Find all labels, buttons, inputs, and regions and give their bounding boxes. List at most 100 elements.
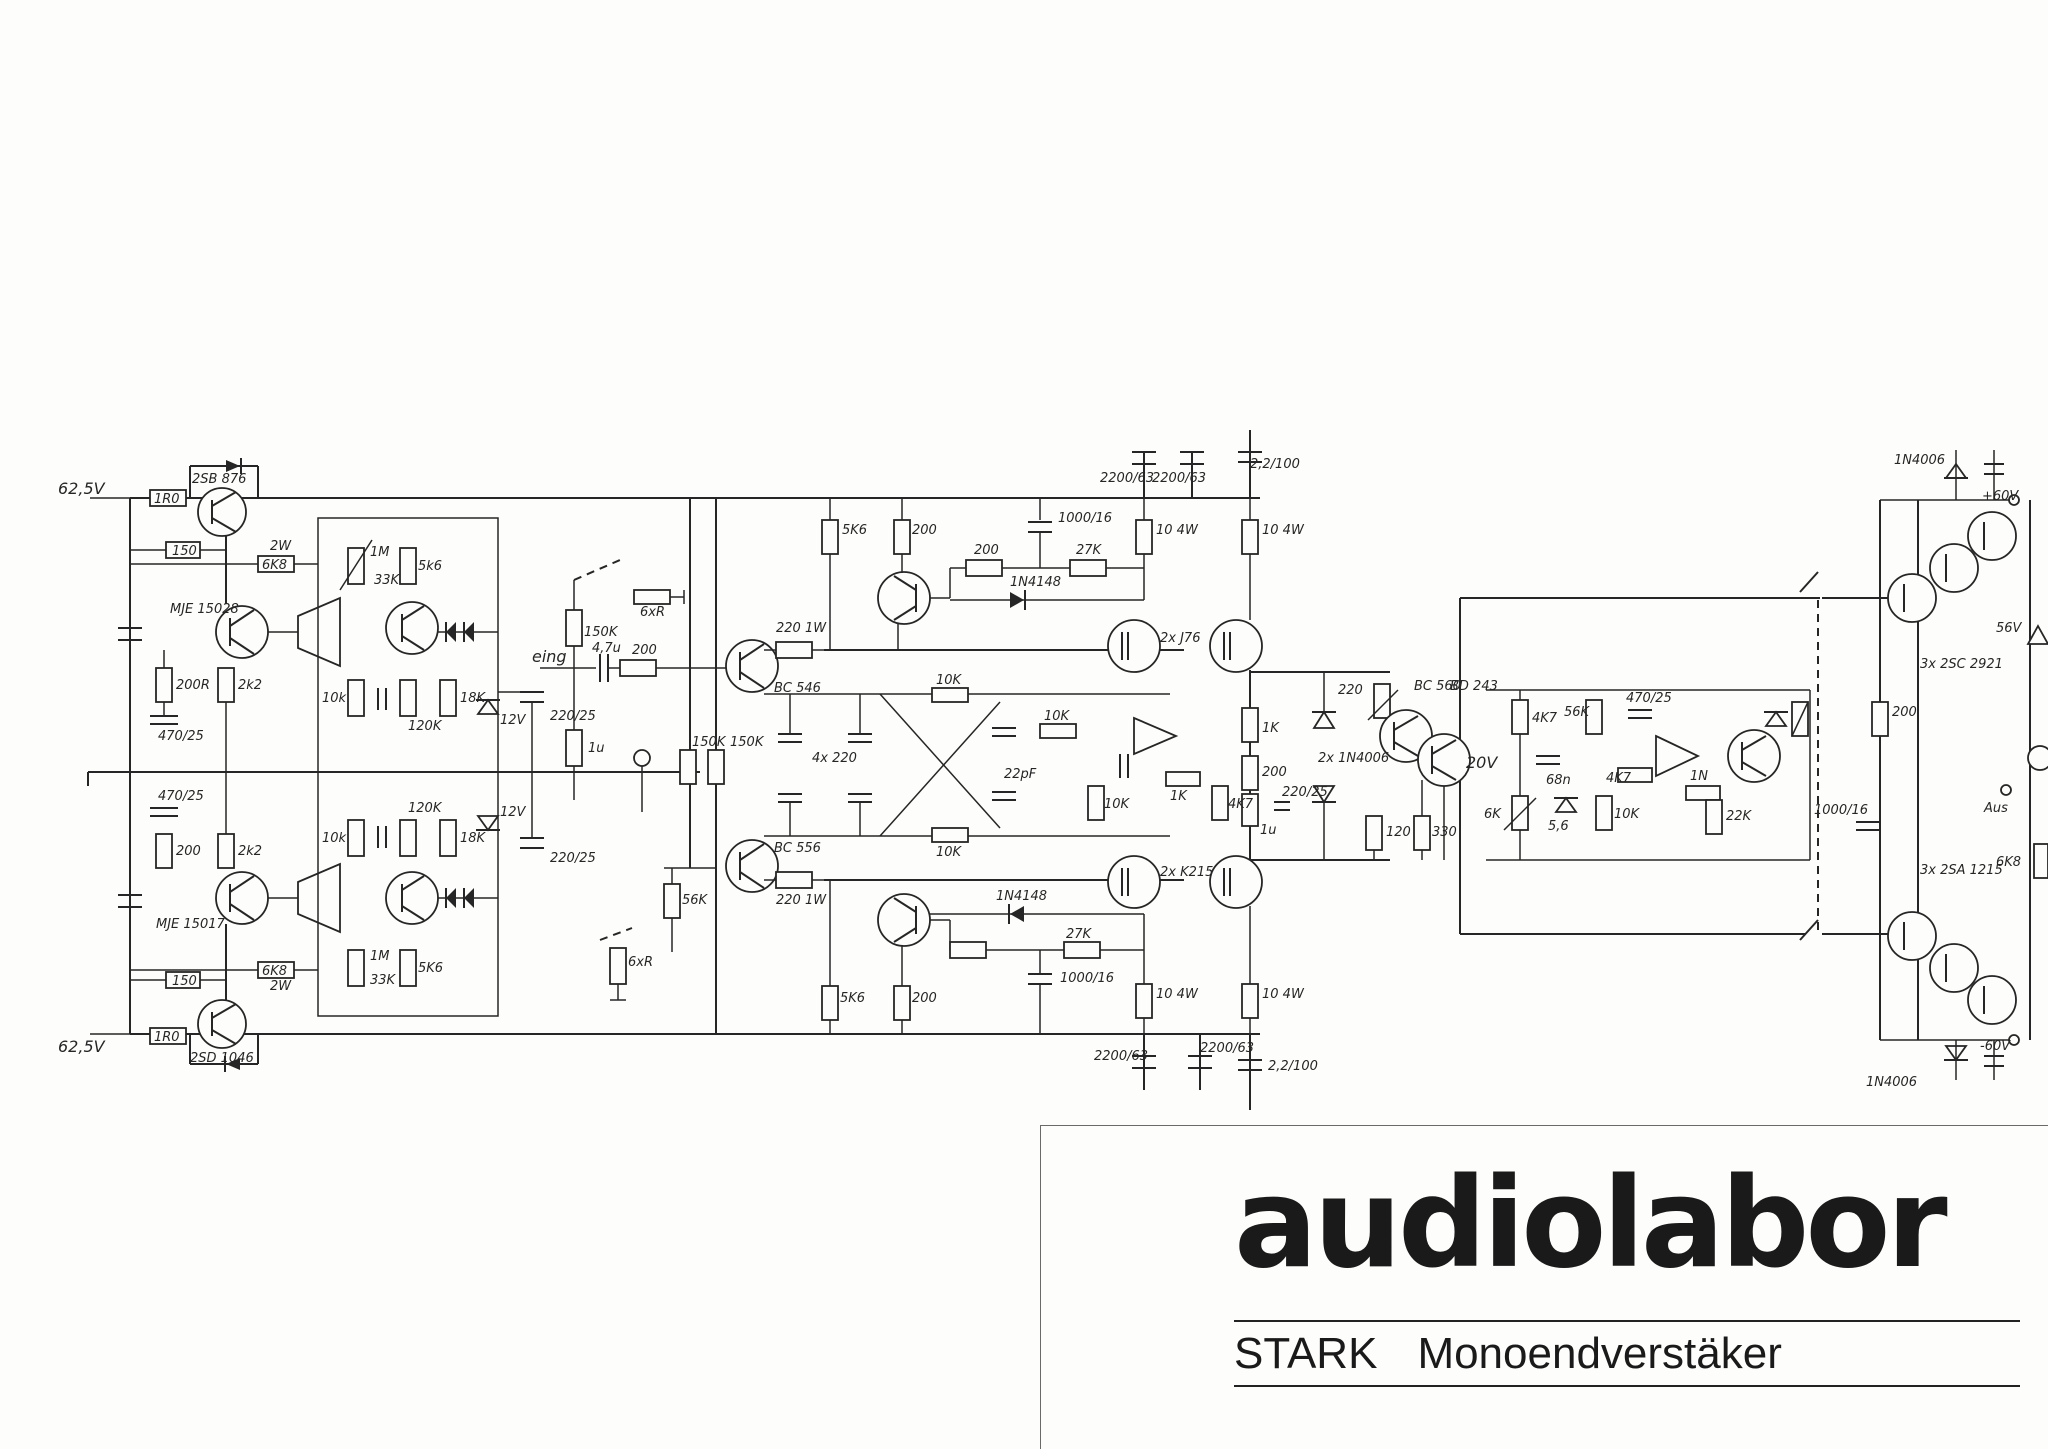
label-r-200-vas-b: 200 [912,991,937,1006]
regulator-stage [118,458,544,1072]
label-r-33k-bot: 33K [370,973,397,988]
voltage-amp-stage [663,498,1184,1034]
resistor-220-1w-bot [775,871,813,889]
resistor-1k [1241,707,1259,743]
resistor-6xr-b [609,947,627,985]
label-r-10k-b: 10K [936,845,963,860]
transistor-ref-top [385,601,439,655]
label-r-120: 120 [1386,825,1411,840]
resistor-200-left [155,833,173,869]
label-c-2200-63-d: 2200/63 [1200,1041,1254,1056]
label-r-1u-out: 1u [1260,823,1277,838]
label-aus: Aus [1983,801,2008,816]
brand-logo: audiolabor [1234,1152,1948,1296]
label-z-12v-bot: 12V [500,805,527,820]
resistor-10-4w-d [1241,983,1259,1019]
mosfet-k215-b [1209,855,1263,909]
power-supply [1856,450,2048,1080]
label-d-2x1n4006: 2x 1N4006 [1318,751,1389,766]
label-q-bc556: BC 556 [774,841,821,856]
resistor-200-vas [893,519,911,555]
label-c-1000-16-top: 1000/16 [1058,511,1112,526]
label-r-4k7: 4K7 [1228,797,1254,812]
label-r-10-4w-c: 10 4W [1156,987,1199,1002]
label-r-120k-top: 120K [408,719,443,734]
resistor-10k-d [1087,785,1105,821]
resistor-150k [565,609,583,647]
resistor-5k6-bot [399,949,417,987]
label-r-5k6-vas-b: 5K6 [840,991,865,1006]
zener-5v6 [1554,796,1578,813]
label-r-18k-bot: 18K [460,831,487,846]
label-r-10k-d: 10K [1104,797,1131,812]
mosfet-j76-a [1107,619,1161,673]
resistor-18k-top [439,679,457,717]
label-r-200-psu: 200 [1892,705,1917,720]
protection-circuit [1365,571,1890,941]
label-r-18k-top: 18K [460,691,487,706]
label-c-220-25-out: 220/25 [1282,785,1328,800]
label-r-1k: 1K [1262,721,1280,736]
label-r-10k-bot: 10k [322,831,347,846]
resistor-150k-b [707,749,725,785]
label-out-pos: +60V [1982,489,2019,504]
label-z-5v6: 5,6 [1548,819,1569,834]
transistor-relay-driver [1727,729,1781,783]
label-r-2w-bot: 2W [270,979,292,994]
indicator-lamp [2027,745,2048,771]
label-c-1u: 1u [588,741,605,756]
supply-rails [87,497,1260,1035]
resistor-200-b [965,559,1003,577]
label-input: eing [532,647,567,666]
transistor-2sa1215-a [1887,911,1937,961]
resistor-10k-c [1039,723,1077,739]
resistor-4k7-b [1511,699,1529,735]
label-r-10-4w-a: 10 4W [1156,523,1199,538]
label-r-4k7-b: 4K7 [1532,711,1558,726]
label-r-200-left: 200 [176,844,201,859]
diode-1n4006-a [1312,710,1336,729]
label-r-2k2-bot: 2k2 [238,844,262,859]
label-r-6k8-bot: 6K8 [262,964,287,979]
resistor-6xr [633,589,671,605]
label-r-10k-c: 10K [1044,709,1071,724]
label-q-2sb: 2SB 876 [192,472,246,487]
label-z-56v: 56V [1996,621,2023,636]
label-r-120k-bot: 120K [408,801,443,816]
label-neg-supply: 62,5V [58,1037,106,1056]
resistor-200r [155,667,173,703]
label-fet-bot: 2x K215 [1160,865,1213,880]
resistor-200-psu [1871,701,1889,737]
resistor-120k-bot [399,819,417,857]
label-r-200-vas: 200 [912,523,937,538]
label-r-1m-top: 1M [370,545,390,560]
label-r-10-4w-d: 10 4W [1262,987,1305,1002]
transistor-2sb876 [197,487,247,537]
label-r-220-1w-top: 220 1W [776,621,827,636]
output-stage [1107,430,1390,1110]
label-q-bc560: BC 560 [1414,679,1461,694]
label-r-10k-pot: 10K [1614,807,1641,822]
diode-1n4006-b [1312,785,1336,804]
resistor-5k6-vas-b [821,985,839,1021]
label-c-220-25-top: 220/25 [550,709,596,724]
label-q-2sc: 3x 2SC 2921 [1920,657,2003,672]
label-r-6k: 6K [1484,807,1502,822]
label-d-1n4148-top: 1N4148 [1010,575,1061,590]
label-q-bc546: BC 546 [774,681,821,696]
label-r-4k7-c: 4K7 [1606,771,1632,786]
transistor-vbe-top [877,571,931,625]
resistor-1r0-bot [149,1027,187,1045]
label-c-470-top: 470/25 [158,729,204,744]
label-r-1r0-top: 1R0 [154,492,180,507]
resistor-120k-top [399,679,417,717]
zener-56v [2026,624,2048,645]
resistor-4k7 [1211,785,1229,821]
resistor-22k [1705,799,1723,835]
label-r-1m-bot: 1M [370,949,390,964]
label-q-2sa: 3x 2SA 1215 [1920,863,2003,878]
label-r-10k-top: 10k [322,691,347,706]
resistor-200-out [1241,755,1259,791]
label-r-5k6-bot: 5K6 [418,961,443,976]
